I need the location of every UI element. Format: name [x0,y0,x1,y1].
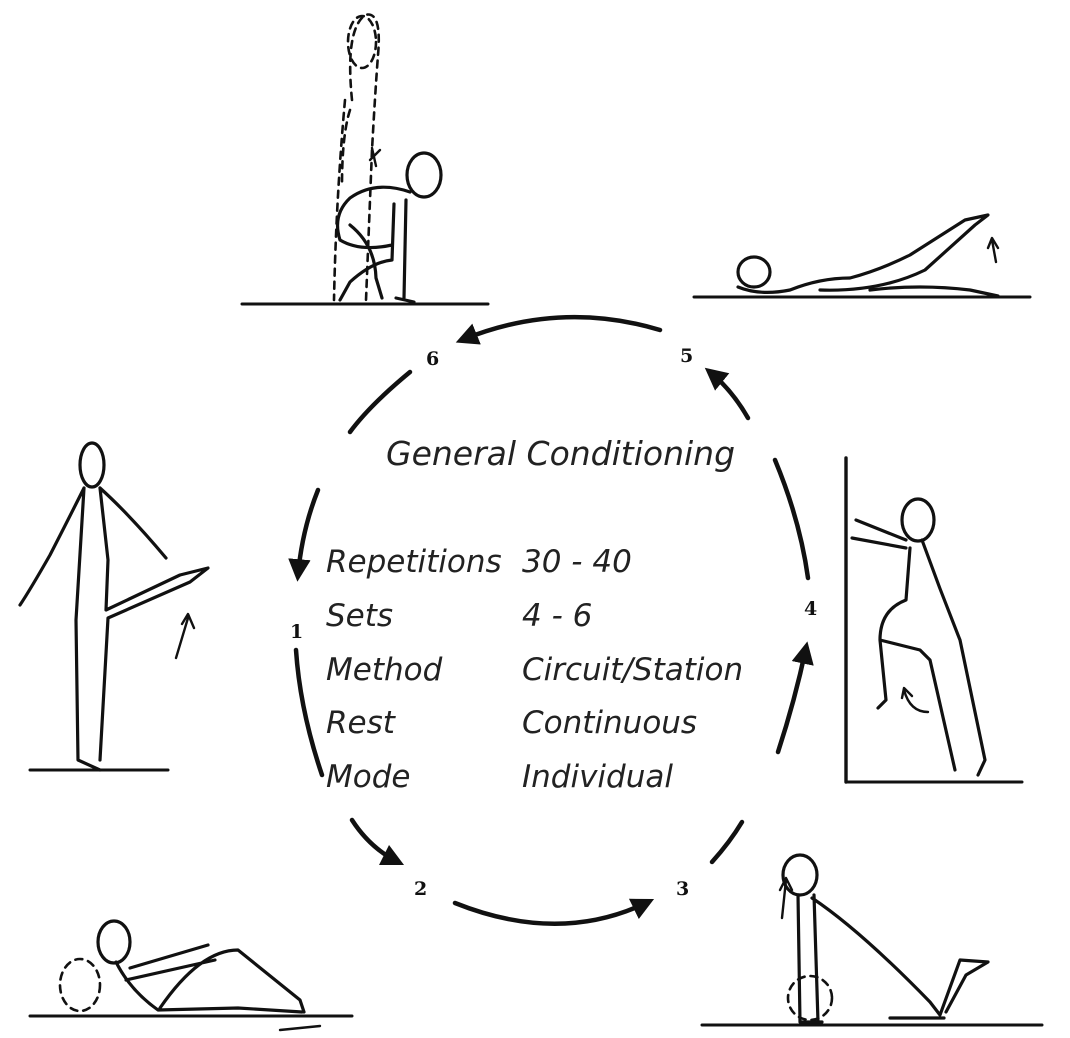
arc-6-left [350,372,410,432]
arc-4-up [775,460,808,578]
arc-to-5 [710,372,748,418]
parameters-table: Repetitions 30 - 40 Sets 4 - 6 Method Ci… [326,544,743,795]
exercise-figure-6-squat [242,15,488,305]
param-value-mode: Individual [522,759,673,795]
param-label-sets: Sets [326,598,393,634]
arc-to-2 [352,820,398,862]
arc-to-4 [778,648,806,752]
exercise-figure-2-situp [30,921,352,1030]
param-value-method: Circuit/Station [522,652,743,688]
station-number-2: 2 [414,878,427,900]
param-value-rest: Continuous [522,705,697,741]
station-number-4: 4 [804,598,817,620]
diagram-title: General Conditioning [386,434,735,473]
arc-left-to-1 [298,490,318,575]
param-label-mode: Mode [326,759,410,795]
param-value-sets: 4 - 6 [522,598,592,634]
arc-2-to-3 [455,902,648,924]
param-label-rest: Rest [326,705,397,741]
arc-3-up [712,822,742,862]
exercise-figure-1-leg-swing [20,443,208,770]
station-number-6: 6 [426,348,439,370]
exercise-figure-3-pushup-leg-lift [702,855,1042,1025]
station-number-3: 3 [676,878,689,900]
arc-1-down [296,650,322,775]
station-number-1: 1 [290,621,303,643]
param-label-method: Method [326,652,443,688]
exercise-figure-5-prone-leg-raise [694,215,1030,297]
exercise-figure-4-wall-knee-lift [846,458,1022,782]
param-label-repetitions: Repetitions [326,544,502,580]
station-number-5: 5 [680,345,693,367]
param-value-repetitions: 30 - 40 [522,544,632,580]
arc-5-to-6 [462,317,660,340]
